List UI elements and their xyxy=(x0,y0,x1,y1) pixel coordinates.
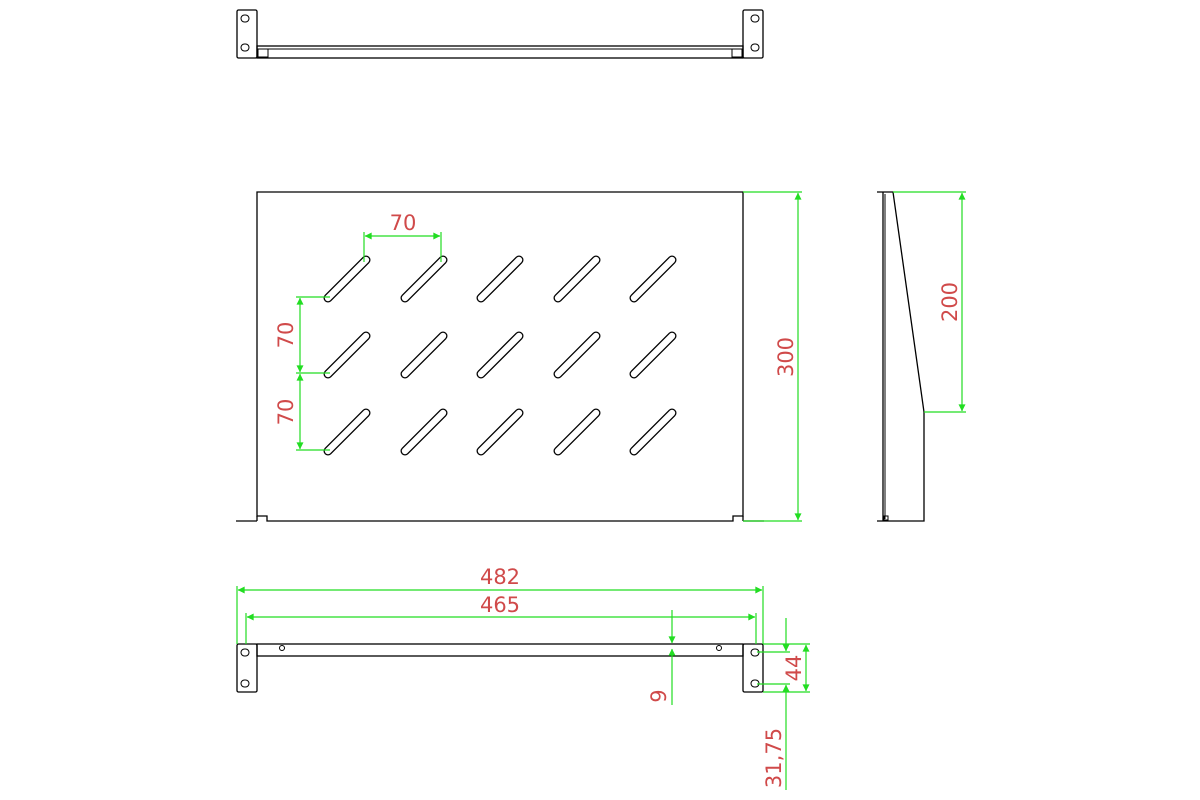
front-view xyxy=(236,643,764,693)
top-left-mounting-ear xyxy=(236,9,258,59)
top-right-fold-tab xyxy=(731,48,743,58)
dimension-label-side-height: 200 xyxy=(938,282,962,322)
top-left-ear-hole-upper xyxy=(240,14,250,23)
ventilation-slot-opening-r2-c3 xyxy=(477,332,523,378)
dimension-label-height: 44 xyxy=(782,655,806,682)
dimension-label-slot-spacing-horizontal: 70 xyxy=(390,211,417,235)
ventilation-slot-opening-r2-c1 xyxy=(324,332,370,378)
ventilation-slot-opening-r3-c4 xyxy=(554,409,600,455)
side-view xyxy=(877,191,925,522)
ventilation-slot-opening-r3-c1 xyxy=(324,409,370,455)
front-shelf-lip xyxy=(256,643,744,657)
ventilation-slot-opening-r2-c5 xyxy=(630,332,676,378)
top-left-fold-tab xyxy=(257,48,269,58)
dimension-label-slot-spacing-vertical-lower: 70 xyxy=(274,399,298,426)
ventilation-slot-opening-r2-c2 xyxy=(401,332,447,378)
ventilation-slot-opening-r1-c4 xyxy=(554,256,600,302)
dimension-label-slot-spacing-vertical-upper: 70 xyxy=(274,322,298,349)
front-left-mounting-ear xyxy=(236,643,258,693)
ventilation-slot-opening-r3-c3 xyxy=(477,409,523,455)
front-right-screw-hole xyxy=(716,645,722,651)
dimension-height: 44 xyxy=(763,643,810,693)
ventilation-slot-opening-r1-c3 xyxy=(477,256,523,302)
ventilation-slot-opening-r1-c2 xyxy=(401,256,447,302)
dimension-slot-spacing-vertical: 70 70 xyxy=(274,296,330,451)
dimension-depth: 300 xyxy=(743,191,802,522)
front-left-screw-hole xyxy=(279,645,285,651)
shelf-plate-outline xyxy=(256,191,744,522)
dimension-hole-pitch: 31,75 xyxy=(757,618,790,790)
dimension-hole-offset: 9 xyxy=(647,610,676,705)
front-left-ear-hole-lower xyxy=(240,679,250,688)
top-right-ear-hole-upper xyxy=(750,14,760,23)
front-right-mounting-ear xyxy=(742,643,764,693)
dimension-label-depth: 300 xyxy=(774,337,798,377)
ventilation-slot-opening-r2-c4 xyxy=(554,332,600,378)
dimension-label-hole-offset: 9 xyxy=(647,689,671,702)
dimension-label-hole-pitch: 31,75 xyxy=(762,728,786,788)
side-bottom-lip xyxy=(883,515,889,521)
ventilation-slot-opening-r1-c1 xyxy=(324,256,370,302)
dimension-label-inner-width: 465 xyxy=(480,593,520,617)
side-profile-outline xyxy=(877,191,925,522)
top-shelf-body xyxy=(256,45,744,59)
ventilation-slot-opening-r3-c2 xyxy=(401,409,447,455)
dimension-side-height: 200 xyxy=(893,191,966,413)
dimension-label-overall-width: 482 xyxy=(480,565,520,589)
dimension-overall-width: 482 xyxy=(236,565,764,644)
front-left-ear-hole-upper xyxy=(240,648,250,657)
top-view xyxy=(236,9,764,59)
plan-view xyxy=(236,191,764,522)
ventilation-slot-opening-r3-c5 xyxy=(630,409,676,455)
ventilation-slots xyxy=(323,255,677,456)
ventilation-slot-opening-r1-c5 xyxy=(630,256,676,302)
top-right-mounting-ear xyxy=(742,9,764,59)
top-right-ear-hole-lower xyxy=(750,43,760,52)
dimension-inner-width: 465 xyxy=(245,593,757,644)
top-left-ear-hole-lower xyxy=(240,43,250,52)
dimension-slot-spacing-horizontal: 70 xyxy=(363,211,442,262)
